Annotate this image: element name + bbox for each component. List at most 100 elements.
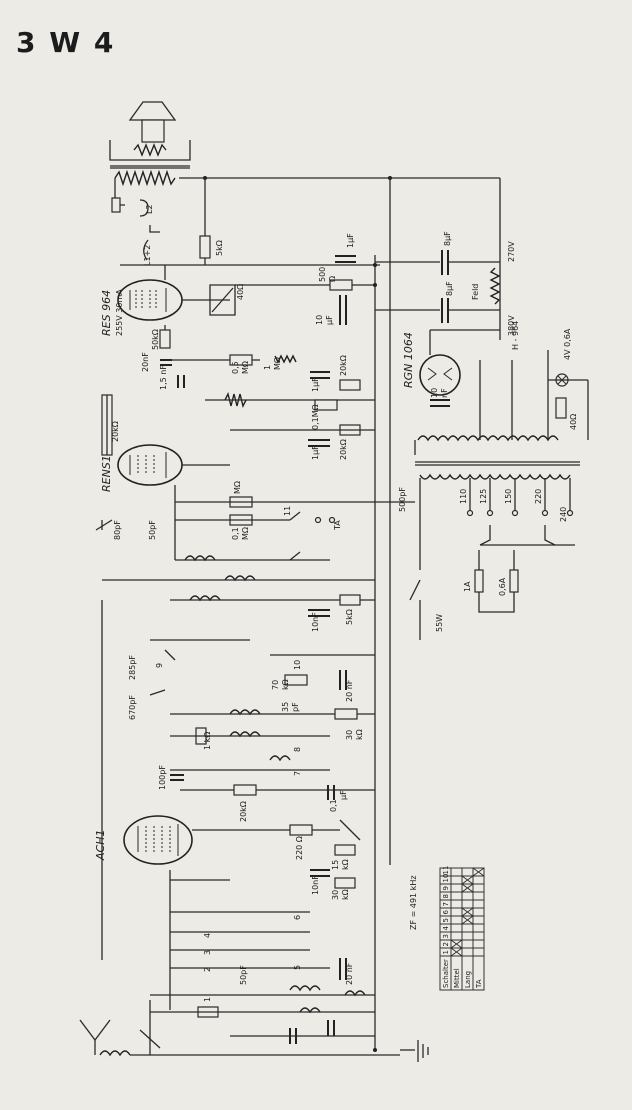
resistor-5k-b <box>339 594 361 606</box>
label-0-5m-unit: MΩ <box>241 361 250 374</box>
label-sw-1: 1 <box>203 997 212 1002</box>
switch-table-mark <box>461 875 474 885</box>
label-tap-220: 220 <box>534 489 543 504</box>
label-220: 220 Ω <box>295 836 304 860</box>
label-30k-b: 30 <box>331 890 340 900</box>
label-500pF: 500pF <box>398 487 407 512</box>
tube-res964 <box>117 279 183 321</box>
label-tube-ach1: ACH1 <box>94 830 107 861</box>
label-sw-9: 9 <box>155 663 164 668</box>
label-670pF: 670pF <box>128 695 137 720</box>
label-1-5nF: 1,5 nF <box>159 365 168 390</box>
label-m-ohm: MΩ <box>233 481 242 494</box>
tube-rgn1064 <box>419 330 461 396</box>
label-35pF-unit: pF <box>291 702 300 712</box>
label-pot-1m: 1 <box>263 365 272 370</box>
switch-table-col: 6 <box>442 910 450 915</box>
label-20k-b: 20kΩ <box>339 439 348 460</box>
field-coil <box>489 267 501 305</box>
speaker-jack-L2 <box>111 190 149 217</box>
switch-table-row-label: TA <box>475 979 483 989</box>
resistor-220 <box>289 824 313 836</box>
switch-table-col: 2 <box>442 942 450 946</box>
label-70k-unit: kΩ <box>281 679 290 690</box>
label-sw-3: 3 <box>203 950 212 955</box>
label-sw-10: 10 <box>293 660 302 670</box>
label-sw-7: 7 <box>293 771 302 776</box>
label-10uF: 10 <box>315 315 324 325</box>
switch-table-mark <box>450 947 463 957</box>
label-500-unit: Ω <box>328 276 337 282</box>
switch-table-mark <box>461 907 474 917</box>
label-55w: 55W <box>435 614 444 632</box>
label-0-1m-b: 0,1 <box>231 527 240 540</box>
label-cap-10-unit: nF <box>440 388 449 398</box>
label-heater-4v: 4V 0,6A <box>563 328 572 360</box>
label-40-ohm: 40Ω <box>236 284 245 300</box>
resistor-30k <box>334 708 358 720</box>
switch-table-header: Schalter <box>442 959 450 988</box>
label-20nF: 20nF <box>141 352 150 372</box>
label-feld: Feld <box>471 284 480 300</box>
page-title: 3 W 4 <box>16 26 116 59</box>
label-20nF-c: 20 nF <box>345 962 354 985</box>
label-380v: 380V <box>507 315 516 336</box>
label-100pF: 100pF <box>158 765 167 790</box>
label-80pF: 80pF <box>113 520 122 540</box>
resistor-40-ohm <box>209 284 236 316</box>
label-20k-a: 20kΩ <box>339 355 348 376</box>
tube-ach1 <box>123 815 193 865</box>
label-cap-10: 10 <box>430 388 439 398</box>
resistor-0-5m <box>229 354 253 366</box>
label-sw-2: 2 <box>203 967 212 972</box>
label-270v: 270V <box>507 241 516 262</box>
label-heater-h964: H - 964 <box>511 321 520 350</box>
label-50pF-b: 50pF <box>239 965 248 985</box>
label-20nF-b: 20 nF <box>345 679 354 702</box>
resistor-15k <box>334 844 356 856</box>
resistor-0-1m <box>314 399 338 411</box>
power-transformer <box>414 435 580 480</box>
label-10nF-b: 10nF <box>311 875 320 895</box>
switch-table-col: 4 <box>442 926 450 931</box>
tube-rens1284 <box>117 444 183 486</box>
label-0-1m-b-unit: MΩ <box>241 527 250 540</box>
mains-taps <box>466 478 574 517</box>
switch-table-mark <box>472 867 485 877</box>
ground-symbol <box>400 1040 429 1062</box>
label-tap-240: 240 <box>559 507 568 522</box>
label-30k-unit: kΩ <box>355 729 364 740</box>
label-sw-ta: TA <box>333 520 342 531</box>
label-70k: 70 <box>271 680 280 690</box>
label-l1-2: L1+2 <box>143 245 152 266</box>
label-0-1uF: 0,1 <box>329 799 338 812</box>
label-8uF-a: 8μF <box>443 231 452 246</box>
resistor-20k-d <box>233 784 257 796</box>
label-10nF-a: 10nF <box>311 612 320 632</box>
label-30k-b-unit: kΩ <box>341 889 350 900</box>
label-1uF-b: 1μF <box>311 377 320 392</box>
switch-table-col: 8 <box>442 894 450 898</box>
switch-table-row-label: Mittel <box>453 968 461 988</box>
resistor-40-ohm-heater <box>555 397 567 419</box>
resistor-50k <box>159 329 171 349</box>
output-transformer <box>114 169 176 187</box>
label-sw-11: 11 <box>283 506 292 516</box>
label-15k-unit: kΩ <box>341 859 350 870</box>
speaker-symbol <box>109 101 191 169</box>
label-l2: L2 <box>145 204 154 214</box>
label-50pF: 50pF <box>148 520 157 540</box>
label-40-ohm-heater: 40Ω <box>569 414 578 430</box>
label-zf: ZF = 491 kHz <box>409 875 418 930</box>
switch-table-row-label: Lang <box>464 971 472 988</box>
label-35pF: 35 <box>281 702 290 712</box>
label-20k-vert: 20kΩ <box>111 421 120 442</box>
switch-table-col: 7 <box>442 902 450 906</box>
antenna-symbol <box>79 1019 131 1057</box>
label-15k: 15 <box>331 860 340 870</box>
label-10uF-unit: μF <box>325 315 334 325</box>
switch-table-mark <box>461 915 474 925</box>
switch-table-col: 11 <box>442 866 450 875</box>
